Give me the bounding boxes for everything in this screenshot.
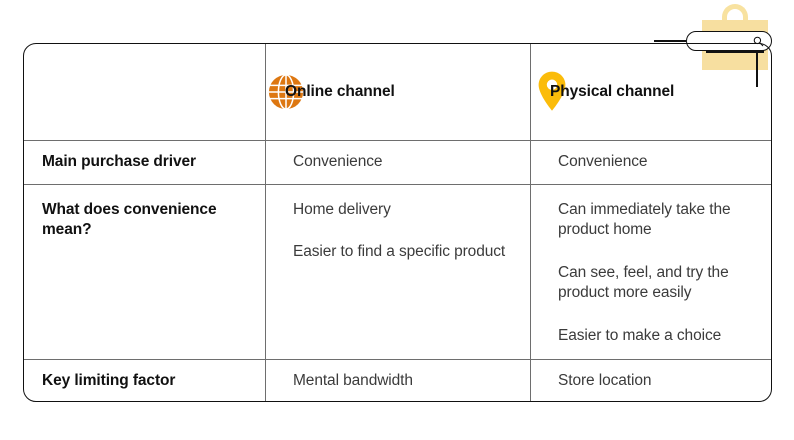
cell-text: Store location: [558, 371, 652, 389]
table-header-physical-label: Physical channel: [550, 83, 675, 100]
table-row: Key limiting factor: [24, 359, 265, 403]
table-header-online: Online channel: [265, 44, 550, 140]
column-divider-2: [530, 44, 532, 401]
comparison-table: Online channel Physical channel Main pur…: [23, 43, 772, 402]
table-row: Main purchase driver: [24, 140, 265, 184]
cell-text: Easier to make a choice: [558, 326, 722, 344]
table-header-online-label: Online channel: [285, 83, 395, 100]
row-label-convenience-meaning: What does convenience mean?: [42, 201, 217, 239]
cell-text: Easier to find a specific product: [293, 243, 506, 261]
cell-physical-row3: Store location: [530, 359, 773, 403]
cell-online-row3: Mental bandwidth: [265, 359, 530, 403]
cell-online-row1: Convenience: [265, 140, 530, 184]
search-connector-drop: [756, 41, 758, 87]
column-divider-1: [265, 44, 267, 401]
cell-text: Can immediately take the product home: [558, 201, 731, 239]
cell-text: Convenience: [293, 152, 383, 170]
search-connector-line: [654, 40, 686, 42]
row-divider-1: [24, 184, 771, 186]
globe-icon: [268, 74, 304, 110]
map-pin-icon: [538, 71, 566, 111]
row-label-main-purchase-driver: Main purchase driver: [42, 152, 196, 170]
cell-text: Home delivery: [293, 201, 391, 218]
row-label-key-limiting-factor: Key limiting factor: [42, 371, 176, 389]
cell-physical-row1: Convenience: [530, 140, 773, 184]
cell-text: Mental bandwidth: [293, 371, 413, 389]
table-row: What does convenience mean?: [24, 184, 265, 359]
cell-text: Can see, feel, and try the product more …: [558, 263, 729, 302]
row-divider-header: [24, 140, 771, 142]
table-corner-cell: [24, 44, 265, 140]
table-header-physical: Physical channel: [530, 44, 793, 140]
cell-online-row2: Home delivery Easier to find a specific …: [265, 184, 530, 359]
row-divider-2: [24, 359, 771, 361]
cell-text: Convenience: [558, 152, 648, 170]
shopping-bag-handle: [722, 4, 748, 26]
cell-physical-row2: Can immediately take the product home Ca…: [530, 184, 773, 359]
decoration-group: [654, 0, 794, 87]
